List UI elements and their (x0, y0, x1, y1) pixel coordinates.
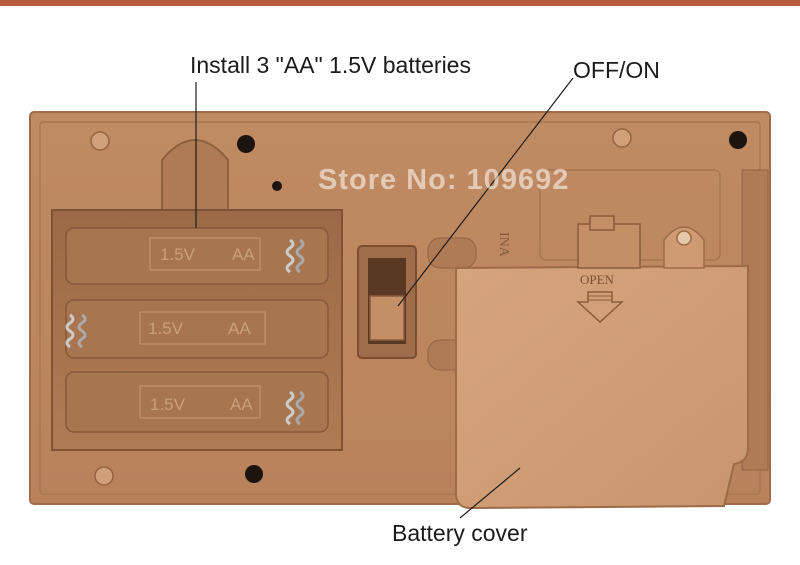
battery-slot-2 (65, 299, 329, 359)
cell-voltage-label: 1.5V (160, 245, 196, 264)
screw-hole (272, 181, 282, 191)
battery-slot-3 (65, 371, 329, 433)
cell-voltage-label: 1.5V (148, 319, 184, 338)
screw-hole (94, 466, 114, 486)
battery-tab-cutout (161, 139, 229, 211)
top-accent-bar (0, 0, 800, 6)
housing-side-text: INA (496, 232, 511, 258)
cover-open-label: OPEN (580, 272, 615, 287)
cell-type-label: AA (228, 319, 251, 338)
callout-battery-cover: Battery cover (392, 520, 528, 546)
leader-line-cover (459, 467, 521, 519)
power-switch-slider[interactable] (369, 295, 405, 341)
screw-hole (612, 128, 632, 148)
store-watermark: Store No: 109692 (318, 164, 570, 196)
battery-slot-1 (65, 227, 329, 285)
cell-voltage-label: 1.5V (150, 395, 186, 414)
screw-hole (729, 131, 747, 149)
cell-type-label: AA (232, 245, 255, 264)
battery-cover[interactable] (455, 215, 749, 510)
screw-hole (237, 135, 255, 153)
leader-line-switch (397, 77, 574, 307)
callout-install-batteries: Install 3 "AA" 1.5V batteries (190, 52, 471, 78)
screw-hole (245, 465, 263, 483)
screw-hole (90, 131, 110, 151)
callout-off-on-switch: OFF/ON (573, 57, 660, 83)
cell-type-label: AA (230, 395, 253, 414)
